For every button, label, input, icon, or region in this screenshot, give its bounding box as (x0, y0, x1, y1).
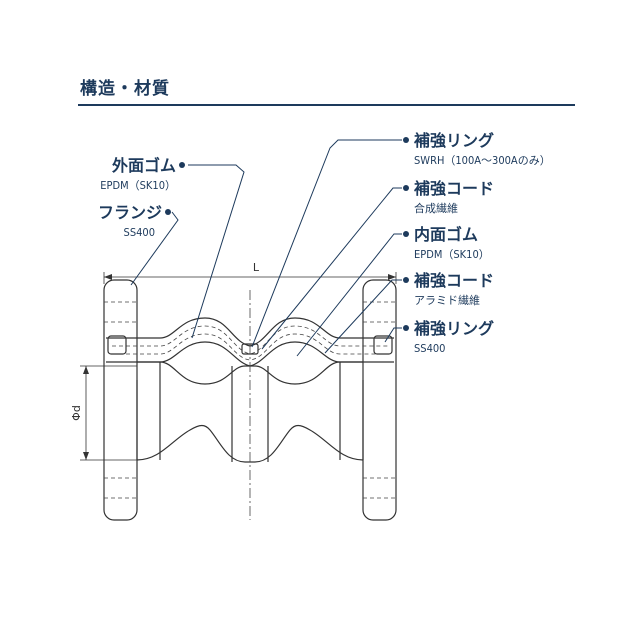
length-label: L (253, 261, 260, 274)
dimension-length: L (103, 261, 397, 284)
label-inner-rubber-material: EPDM（SK10） (414, 248, 490, 261)
label-cord-aramid-material: アラミド繊維 (414, 294, 480, 307)
label-flange-material: SS400 (124, 226, 155, 239)
header-divider (78, 104, 575, 106)
label-inner-rubber: 内面ゴム (414, 225, 478, 244)
label-outer-rubber-material: EPDM（SK10） (100, 179, 176, 192)
section-title: 構造・材質 (80, 79, 170, 99)
leader-lines (130, 137, 409, 357)
label-ring-top-material: SWRH（100A〜300Aのみ） (414, 154, 551, 167)
label-cord-aramid: 補強コード (413, 271, 494, 290)
dimension-diameter: Φd (70, 365, 137, 461)
label-ring-top: 補強リング (413, 131, 494, 150)
right-flange (362, 279, 397, 521)
diameter-label: Φd (70, 405, 83, 421)
label-ring-end: 補強リング (413, 319, 494, 338)
label-cord-synthetic: 補強コード (413, 179, 494, 198)
left-flange (103, 279, 138, 521)
label-cord-synthetic-material: 合成繊維 (414, 201, 458, 215)
section-header: 構造・材質 (78, 78, 575, 106)
label-flange: フランジ (98, 203, 162, 222)
label-ring-end-material: SS400 (414, 342, 445, 355)
label-outer-rubber: 外面ゴム (111, 156, 176, 175)
